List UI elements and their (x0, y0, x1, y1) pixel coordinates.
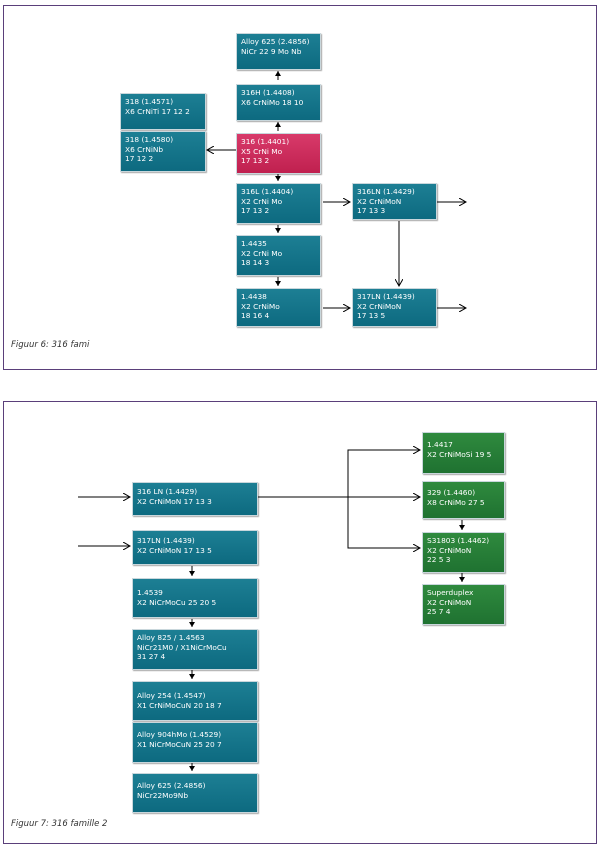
node-316-highlight: 316 (1.4401) X5 CrNi Mo 17 13 2 (236, 133, 321, 174)
node-alloy625-fig7: Alloy 625 (2.4856) NiCr22Mo9Nb (132, 773, 258, 813)
node-line: Alloy 254 (1.4547) (137, 691, 206, 700)
node-line: 316LN (1.4429) (357, 187, 415, 196)
node-line: 316 LN (1.4429) (137, 487, 198, 496)
node-line: 17 13 2 (241, 206, 270, 216)
node-line: X8 CrNiMo 27 5 (427, 497, 485, 507)
figure-7-caption: Figuur 7: 316 famille 2 (11, 819, 108, 829)
node-317ln-fig7: 317LN (1.4439) X2 CrNiMoN 17 13 5 (132, 530, 258, 565)
node-316h: 316H (1.4408) X6 CrNiMo 18 10 (236, 84, 321, 121)
node-316l: 316L (1.4404) X2 CrNi Mo 17 13 2 (236, 183, 321, 224)
node-line: X2 CrNiMoN (357, 196, 402, 206)
node-line: 317LN (1.4439) (357, 292, 415, 301)
arrow-316ln-to-s31803 (347, 497, 420, 548)
node-line: 1.4417 (427, 440, 453, 449)
figure-6-panel (3, 5, 597, 370)
node-316ln-fig7: 316 LN (1.4429) X2 CrNiMoN 17 13 3 (132, 482, 258, 516)
node-line: 1.4438 (241, 292, 267, 301)
node-317ln-fig6: 317LN (1.4439) X2 CrNiMoN 17 13 5 (352, 288, 437, 327)
node-line: 316 (1.4401) (241, 137, 290, 146)
figure-7-panel (3, 401, 597, 844)
node-line: X2 CrNiMoN (427, 597, 472, 607)
node-318-14580: 318 (1.4580) X6 CrNiNb 17 12 2 (120, 131, 206, 172)
node-alloy254: Alloy 254 (1.4547) X1 CrNiMoCuN 20 18 7 (132, 681, 258, 721)
node-line: 17 13 3 (357, 206, 386, 216)
node-329: 329 (1.4460) X8 CrNiMo 27 5 (422, 481, 505, 519)
node-line: X2 CrNiMoN 17 13 5 (137, 545, 212, 555)
node-line: 17 13 5 (357, 311, 386, 321)
node-s31803: S31803 (1.4462) X2 CrNiMoN 22 5 3 (422, 532, 505, 573)
node-14438: 1.4438 X2 CrNiMo 18 16 4 (236, 288, 321, 327)
node-line: X2 CrNiMoN (427, 545, 472, 555)
node-line: 25 7 4 (427, 607, 451, 617)
node-line: 17 12 2 (125, 154, 154, 164)
node-line: X2 CrNiMoN (357, 301, 402, 311)
node-line: 18 14 3 (241, 258, 270, 268)
node-line: 316H (1.4408) (241, 88, 295, 97)
node-line: NiCr22Mo9Nb (137, 790, 189, 800)
node-line: Alloy 904hMo (1.4529) (137, 730, 222, 739)
node-line: X2 CrNi Mo (241, 196, 283, 206)
node-line: X2 CrNiMo (241, 301, 280, 311)
node-alloy904hmo: Alloy 904hMo (1.4529) X1 NiCrMoCuN 25 20… (132, 722, 258, 763)
node-line: 18 16 4 (241, 311, 270, 321)
node-line: 329 (1.4460) (427, 488, 476, 497)
node-alloy825: Alloy 825 / 1.4563 NiCr21M0 / X1NiCrMoCu… (132, 629, 258, 670)
node-line: Alloy 625 (2.4856) (137, 781, 206, 790)
node-line: X2 NiCrMoCu 25 20 5 (137, 597, 217, 607)
node-line: X1 CrNiMoCuN 20 18 7 (137, 700, 222, 710)
node-line: X6 CrNiTi 17 12 2 (125, 106, 190, 116)
node-line: X6 CrNiMo 18 10 (241, 97, 304, 107)
node-line: Alloy 625 (2.4856) (241, 37, 310, 46)
node-14417: 1.4417 X2 CrNiMoSi 19 5 (422, 432, 505, 474)
figure-6-caption: Figuur 6: 316 fami (11, 340, 90, 350)
node-line: Superduplex (427, 588, 474, 597)
node-line: 318 (1.4571) (125, 97, 174, 106)
node-line: S31803 (1.4462) (427, 536, 490, 545)
node-14435: 1.4435 X2 CrNi Mo 18 14 3 (236, 235, 321, 276)
node-line: X2 CrNiMoN 17 13 3 (137, 496, 212, 506)
node-line: 316L (1.4404) (241, 187, 294, 196)
node-line: Alloy 825 / 1.4563 (137, 633, 205, 642)
node-line: X1 NiCrMoCuN 25 20 7 (137, 739, 222, 749)
node-line: 17 13 2 (241, 156, 270, 166)
node-line: X2 CrNiMoSi 19 5 (427, 449, 492, 459)
node-line: 31 27 4 (137, 652, 166, 662)
node-line: X5 CrNi Mo (241, 146, 283, 156)
arrow-316ln-to-14417 (347, 450, 420, 497)
node-line: 1.4435 (241, 239, 267, 248)
node-line: X6 CrNiNb (125, 144, 164, 154)
node-316ln-fig6: 316LN (1.4429) X2 CrNiMoN 17 13 3 (352, 183, 437, 220)
node-line: 1.4539 (137, 588, 163, 597)
node-alloy625-fig6: Alloy 625 (2.4856) NiCr 22 9 Mo Nb (236, 33, 321, 70)
node-line: X2 CrNi Mo (241, 248, 283, 258)
node-line: 317LN (1.4439) (137, 536, 195, 545)
node-line: 318 (1.4580) (125, 135, 174, 144)
node-line: NiCr21M0 / X1NiCrMoCu (137, 642, 227, 652)
node-line: 22 5 3 (427, 555, 451, 565)
node-14539: 1.4539 X2 NiCrMoCu 25 20 5 (132, 578, 258, 618)
node-line: NiCr 22 9 Mo Nb (241, 46, 302, 56)
node-superduplex: Superduplex X2 CrNiMoN 25 7 4 (422, 584, 505, 625)
node-318-14571: 318 (1.4571) X6 CrNiTi 17 12 2 (120, 93, 206, 130)
